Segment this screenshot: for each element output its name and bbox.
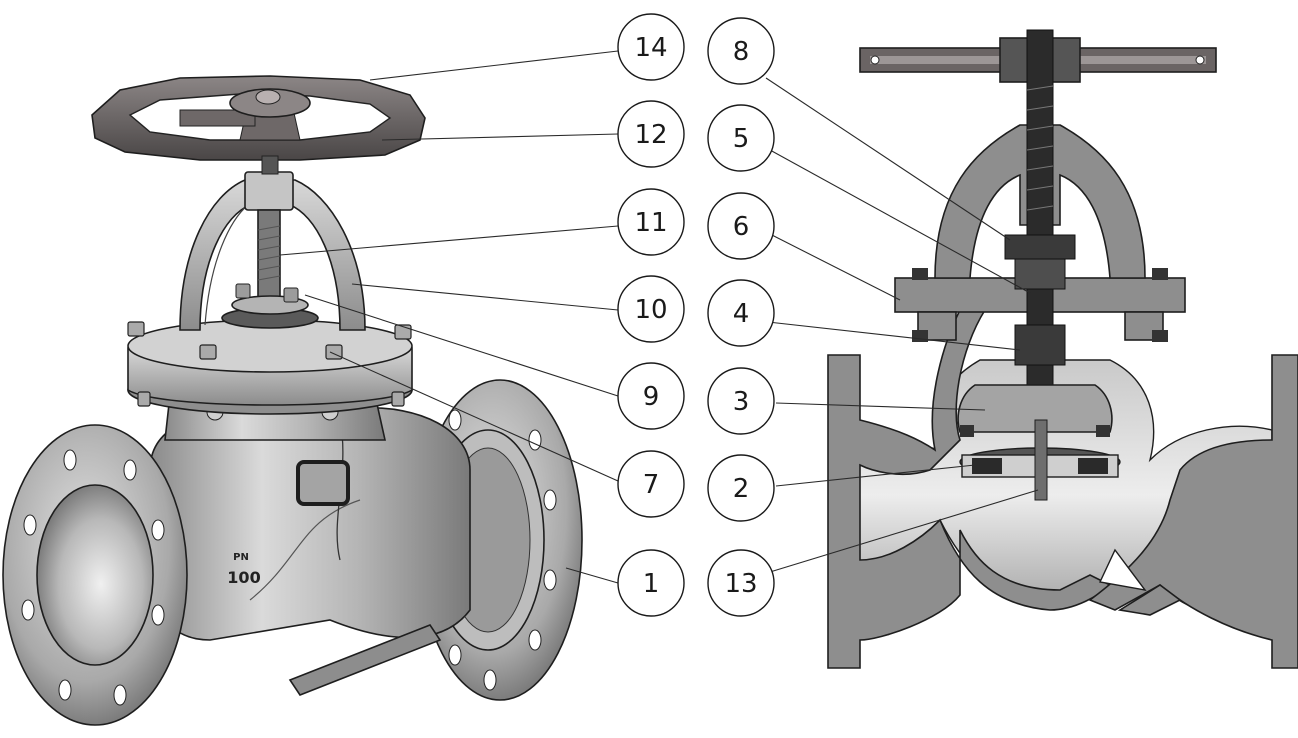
callout-12: 12	[617, 100, 685, 168]
callouts-left: 14 12 11 10 9 7 1	[617, 13, 685, 617]
leader-lines	[279, 50, 1039, 584]
callout-11: 11	[617, 188, 685, 256]
section-seat	[959, 419, 1121, 501]
svg-text:4: 4	[733, 299, 750, 329]
section-stem	[1004, 29, 1076, 396]
callout-14: 14	[617, 13, 685, 81]
body-marking-dn: 100	[227, 568, 260, 587]
svg-text:10: 10	[634, 295, 667, 325]
callout-13: 13	[707, 549, 775, 617]
callout-7: 7	[617, 450, 685, 518]
callout-6: 6	[707, 192, 775, 260]
valve-3d-view: PN 100	[2, 75, 583, 726]
callout-3: 3	[707, 367, 775, 435]
stem	[257, 209, 281, 306]
callouts-right: 8 5 6 4 3 2 13	[707, 17, 775, 617]
valve-body	[149, 406, 471, 641]
svg-text:3: 3	[733, 387, 750, 417]
gland-packing	[221, 283, 319, 329]
callout-5: 5	[707, 104, 775, 172]
svg-text:5: 5	[733, 124, 750, 154]
callout-2: 2	[707, 454, 775, 522]
svg-text:12: 12	[634, 120, 667, 150]
svg-text:1: 1	[643, 569, 660, 599]
nameplate	[296, 460, 350, 506]
left-flange	[2, 424, 188, 726]
svg-text:13: 13	[724, 569, 757, 599]
svg-text:9: 9	[643, 382, 660, 412]
svg-text:11: 11	[634, 208, 667, 238]
svg-text:6: 6	[733, 212, 750, 242]
bonnet-flange	[127, 319, 413, 415]
valve-section-view	[827, 29, 1298, 669]
callout-8: 8	[707, 17, 775, 85]
svg-text:8: 8	[733, 37, 750, 67]
callout-9: 9	[617, 362, 685, 430]
callout-10: 10	[617, 275, 685, 343]
svg-text:7: 7	[643, 470, 660, 500]
svg-text:2: 2	[733, 474, 750, 504]
svg-text:14: 14	[634, 33, 667, 63]
body-marking-pn: PN	[233, 552, 249, 563]
callout-4: 4	[707, 279, 775, 347]
callout-1: 1	[617, 549, 685, 617]
handwheel	[91, 75, 426, 175]
